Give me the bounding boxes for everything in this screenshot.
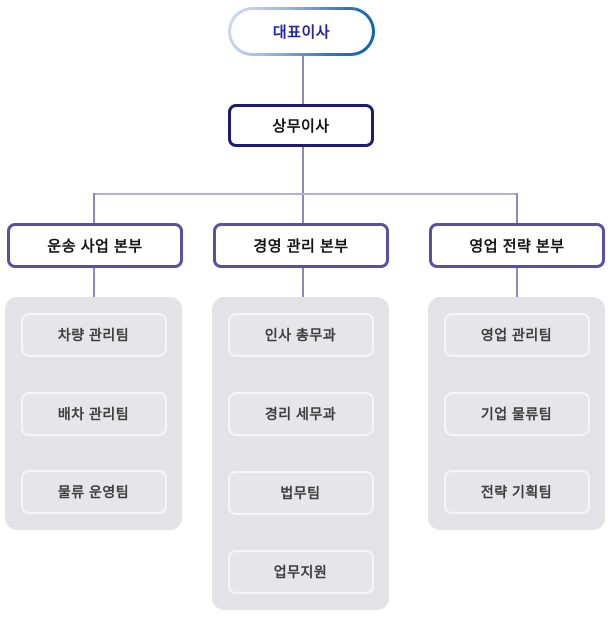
team-panel-transport: 차량 관리팀 배차 관리팀 물류 운영팀 xyxy=(5,297,182,530)
connector-director-branch xyxy=(302,147,304,225)
team-panel-sales: 영업 관리팀 기업 물류팀 전략 기획팀 xyxy=(428,297,605,530)
director-label: 상무이사 xyxy=(272,118,330,135)
team-node: 기업 물류팀 xyxy=(443,391,590,436)
team-node: 법무팀 xyxy=(227,471,374,515)
ceo-label: 대표이사 xyxy=(231,10,372,53)
team-node: 배차 관리팀 xyxy=(20,391,167,436)
connector-branch-bar xyxy=(94,193,518,195)
division-label: 영업 전략 본부 xyxy=(469,238,565,255)
division-node-sales: 영업 전략 본부 xyxy=(429,223,605,268)
connector-ceo-director xyxy=(302,56,304,104)
team-node: 차량 관리팀 xyxy=(20,313,167,357)
division-label: 경영 관리 본부 xyxy=(253,238,349,255)
team-node: 영업 관리팀 xyxy=(443,313,590,357)
connector-drop-left xyxy=(93,193,95,224)
connector-division-panel-left xyxy=(93,267,95,298)
team-node: 인사 총무과 xyxy=(227,313,374,357)
division-node-management: 경영 관리 본부 xyxy=(213,223,389,268)
ceo-node: 대표이사 xyxy=(228,7,375,56)
connector-division-panel-right xyxy=(516,267,518,298)
team-node: 전략 기획팀 xyxy=(443,470,590,514)
division-node-transport: 운송 사업 본부 xyxy=(7,223,183,268)
connector-drop-right xyxy=(516,193,518,224)
team-panel-management: 인사 총무과 경리 세무과 법무팀 업무지원 xyxy=(212,297,389,610)
team-node: 경리 세무과 xyxy=(227,392,374,436)
director-node: 상무이사 xyxy=(228,104,374,147)
team-node: 물류 운영팀 xyxy=(20,470,167,514)
connector-division-panel-middle xyxy=(302,267,304,298)
division-label: 운송 사업 본부 xyxy=(47,238,143,255)
team-node: 업무지원 xyxy=(227,550,374,594)
